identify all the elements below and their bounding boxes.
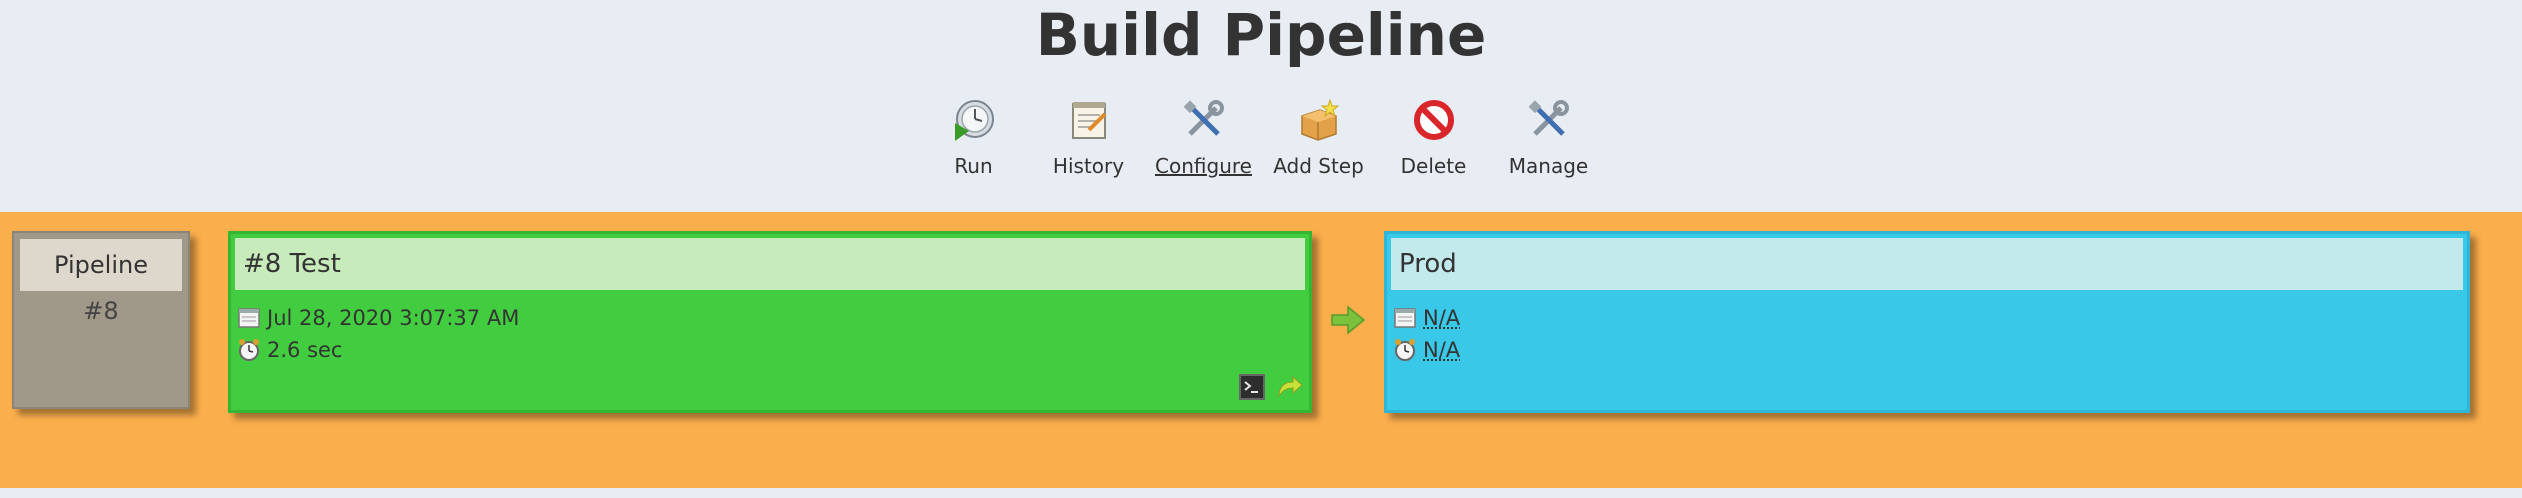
run-button[interactable]: Run bbox=[916, 96, 1031, 178]
manage-button[interactable]: Manage bbox=[1491, 96, 1606, 178]
configure-label: Configure bbox=[1155, 154, 1252, 178]
calendar-icon bbox=[1393, 306, 1417, 330]
manage-label: Manage bbox=[1508, 154, 1589, 178]
pipeline-number: #8 bbox=[83, 297, 119, 325]
clock-icon bbox=[1393, 338, 1417, 362]
delete-button[interactable]: Delete bbox=[1376, 96, 1491, 178]
run-icon bbox=[950, 96, 998, 144]
toolbar: Run History Configure bbox=[0, 96, 2522, 178]
arrow-icon bbox=[1331, 305, 1366, 335]
notepad-icon bbox=[1065, 96, 1113, 144]
stage-date: Jul 28, 2020 3:07:37 AM bbox=[267, 306, 520, 330]
clock-icon bbox=[237, 338, 261, 362]
tools-icon bbox=[1180, 96, 1228, 144]
stage-duration: 2.6 sec bbox=[267, 338, 343, 362]
pipeline-band: Pipeline #8 #8 Test Jul 28, 2020 3:07:37… bbox=[0, 212, 2522, 488]
stage-title: #8 Test bbox=[235, 238, 1305, 290]
history-button[interactable]: History bbox=[1031, 96, 1146, 178]
console-icon[interactable] bbox=[1239, 374, 1265, 404]
pipeline-card[interactable]: Pipeline #8 bbox=[12, 231, 190, 409]
stage-prod[interactable]: Prod N/A N bbox=[1384, 231, 2470, 413]
calendar-icon bbox=[237, 306, 261, 330]
stage-date-row: Jul 28, 2020 3:07:37 AM bbox=[237, 302, 1309, 334]
add-step-button[interactable]: Add Step bbox=[1261, 96, 1376, 178]
configure-button[interactable]: Configure bbox=[1146, 96, 1261, 178]
run-label: Run bbox=[954, 154, 993, 178]
stage-date-row: N/A bbox=[1393, 302, 2467, 334]
no-entry-icon bbox=[1410, 96, 1458, 144]
stage-duration: N/A bbox=[1423, 338, 1461, 362]
history-label: History bbox=[1052, 154, 1125, 178]
package-icon bbox=[1295, 96, 1343, 144]
tools-icon bbox=[1525, 96, 1573, 144]
stage-test[interactable]: #8 Test Jul 28, 2020 3:07:37 AM bbox=[228, 231, 1312, 413]
page-title: Build Pipeline bbox=[1035, 1, 1487, 69]
stage-duration-row: N/A bbox=[1393, 334, 2467, 366]
add-step-label: Add Step bbox=[1273, 154, 1364, 178]
stage-title: Prod bbox=[1391, 238, 2463, 290]
stage-actions bbox=[1239, 374, 1303, 404]
rerun-icon[interactable] bbox=[1275, 374, 1303, 404]
stage-duration-row: 2.6 sec bbox=[237, 334, 1309, 366]
pipeline-label: Pipeline bbox=[20, 239, 182, 291]
delete-label: Delete bbox=[1400, 154, 1467, 178]
stage-date: N/A bbox=[1423, 306, 1461, 330]
